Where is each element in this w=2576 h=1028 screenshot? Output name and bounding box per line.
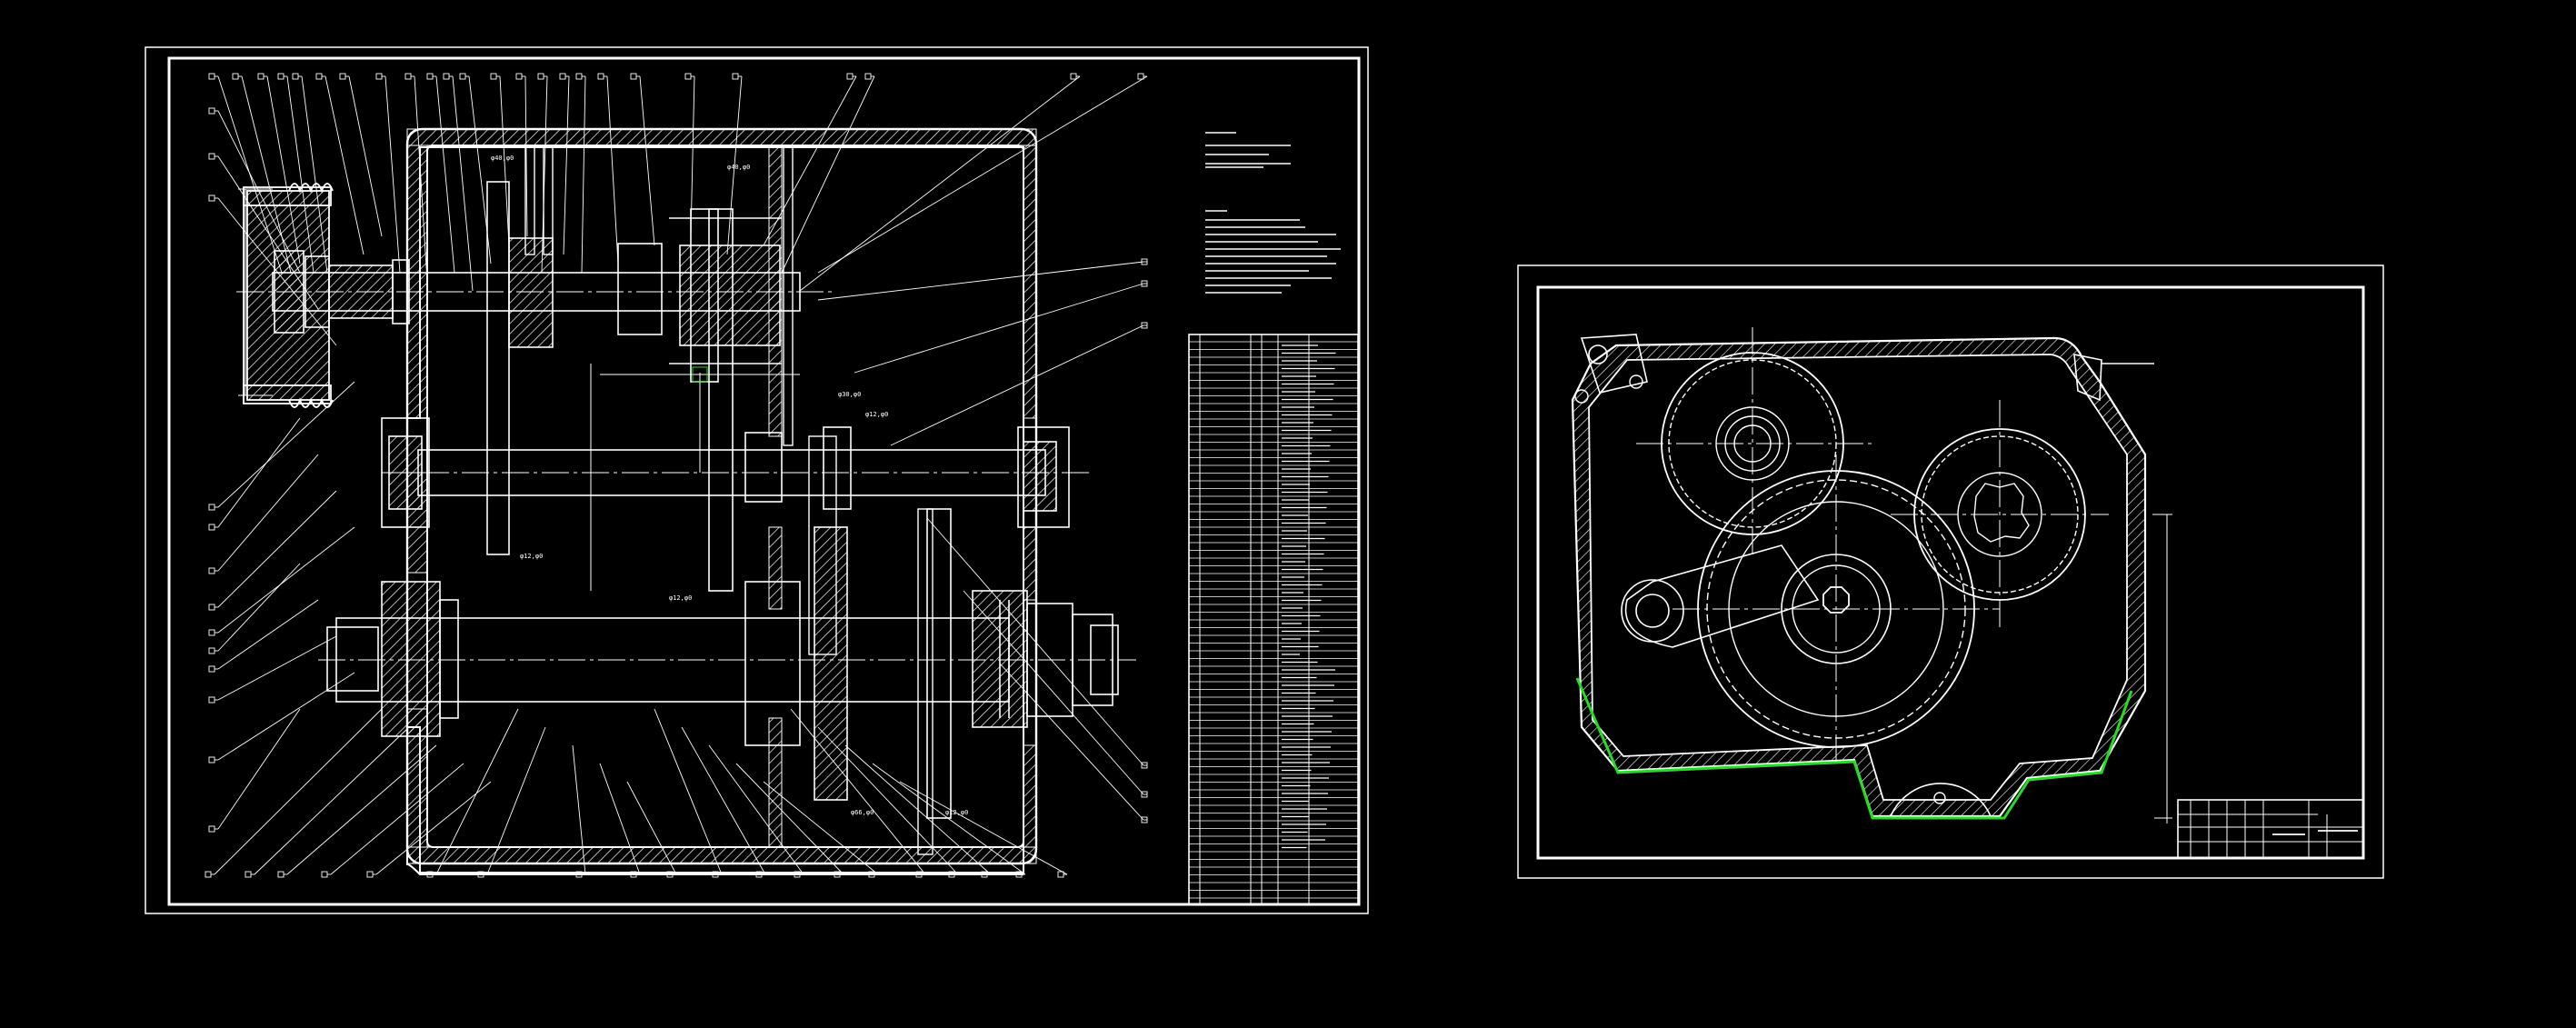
- balloon-marker: [443, 73, 450, 80]
- balloon-marker: [426, 73, 434, 80]
- balloon-marker: [232, 73, 239, 80]
- balloon-marker: [208, 524, 215, 531]
- balloon-marker: [1057, 871, 1064, 878]
- dim-label: φ12,φ0: [945, 809, 968, 816]
- balloon-marker: [1141, 280, 1148, 287]
- balloon-marker: [277, 871, 285, 878]
- balloon-marker: [864, 73, 872, 80]
- sheet-2-inner-frame: [1536, 285, 2365, 860]
- balloon-marker: [477, 871, 484, 878]
- balloon-marker: [1137, 73, 1144, 80]
- balloon-marker: [208, 696, 215, 704]
- balloon-marker: [712, 871, 719, 878]
- balloon-marker: [208, 73, 215, 80]
- sheet-1-outer-border: [145, 46, 1369, 914]
- balloon-marker: [321, 871, 328, 878]
- balloon-marker: [208, 629, 215, 636]
- balloon-marker: [490, 73, 497, 80]
- input-shaft: [236, 208, 836, 383]
- balloon-marker: [426, 871, 434, 878]
- dim-label: φ40,φ0: [491, 155, 514, 162]
- balloon-marker: [666, 871, 674, 878]
- balloon-marker: [1141, 816, 1148, 823]
- balloon-marker: [257, 73, 265, 80]
- sheet-2-outer-border: [1517, 264, 2384, 879]
- balloon-marker: [404, 73, 412, 80]
- balloon-marker: [846, 73, 854, 80]
- drawing-sheet-1[interactable]: φ40,φ0 φ40,φ0 φ30,φ0 φ12,φ0 φ12,φ0 φ12,φ…: [145, 46, 1369, 914]
- drawing-sheet-2[interactable]: [1517, 264, 2384, 879]
- gear-upper-left: [1636, 327, 1872, 554]
- gear-right: [1891, 400, 2109, 627]
- dimension-text: φ40,φ0 φ40,φ0 φ30,φ0 φ12,φ0 φ12,φ0 φ12,φ…: [491, 155, 968, 816]
- parts-list-table: [1188, 334, 1359, 905]
- gear-center-large: [1672, 454, 2000, 764]
- dim-label: φ40,φ0: [727, 164, 750, 171]
- dim-label: φ66,φ0: [851, 809, 874, 816]
- leader-lines: [205, 73, 1148, 878]
- balloon-marker: [205, 871, 212, 878]
- balloon-marker: [794, 871, 801, 878]
- balloon-marker: [315, 73, 323, 80]
- balloon-marker: [208, 665, 215, 673]
- end-view-dimension: [2152, 514, 2172, 823]
- balloon-marker: [245, 871, 252, 878]
- sheet-1-inner-frame: [167, 56, 1361, 906]
- balloon-marker: [375, 73, 383, 80]
- balloon-marker: [1141, 791, 1148, 798]
- balloon-marker: [868, 871, 875, 878]
- balloon-marker: [1141, 762, 1148, 769]
- balloon-marker: [575, 871, 583, 878]
- output-shaft: [318, 508, 1136, 819]
- balloon-marker: [575, 73, 583, 80]
- balloon-marker: [277, 73, 285, 80]
- balloon-marker: [515, 73, 523, 80]
- title-block: [2177, 799, 2364, 859]
- balloon-marker: [208, 107, 215, 115]
- dimension-lines: [238, 188, 800, 591]
- balloon-marker: [208, 756, 215, 764]
- balloon-marker: [1141, 258, 1148, 265]
- dim-label: φ12,φ0: [520, 553, 543, 560]
- balloon-marker: [208, 604, 215, 611]
- balloon-marker: [292, 73, 299, 80]
- balloon-marker: [1070, 73, 1077, 80]
- balloon-marker: [1015, 871, 1023, 878]
- balloon-marker: [459, 73, 466, 80]
- balloon-marker: [208, 195, 215, 202]
- counter-shaft: [381, 181, 1091, 592]
- balloon-marker: [597, 73, 604, 80]
- balloon-marker: [208, 647, 215, 654]
- dim-label: φ12,φ0: [669, 594, 692, 602]
- v-belt-pulley: [243, 183, 334, 408]
- balloon-marker: [981, 871, 988, 878]
- balloon-marker: [208, 567, 215, 574]
- balloon-marker: [1141, 322, 1148, 329]
- balloon-marker: [915, 871, 923, 878]
- balloon-marker: [559, 73, 566, 80]
- dim-label: φ12,φ0: [865, 411, 888, 418]
- balloon-marker: [755, 871, 763, 878]
- balloon-marker: [948, 871, 955, 878]
- balloon-marker: [208, 825, 215, 833]
- balloon-marker: [366, 871, 374, 878]
- balloon-marker: [684, 73, 692, 80]
- balloon-marker: [537, 73, 544, 80]
- balloon-marker: [630, 871, 637, 878]
- balloon-marker: [732, 73, 739, 80]
- balloon-marker: [834, 871, 841, 878]
- balloon-marker: [339, 73, 346, 80]
- balloon-marker: [630, 73, 637, 80]
- end-view-housing: [1571, 334, 2154, 820]
- balloon-marker: [208, 153, 215, 160]
- technical-notes: [1205, 132, 1341, 294]
- balloon-marker: [208, 504, 215, 511]
- dim-label: φ30,φ0: [838, 391, 861, 398]
- lever-arm: [1621, 544, 1820, 648]
